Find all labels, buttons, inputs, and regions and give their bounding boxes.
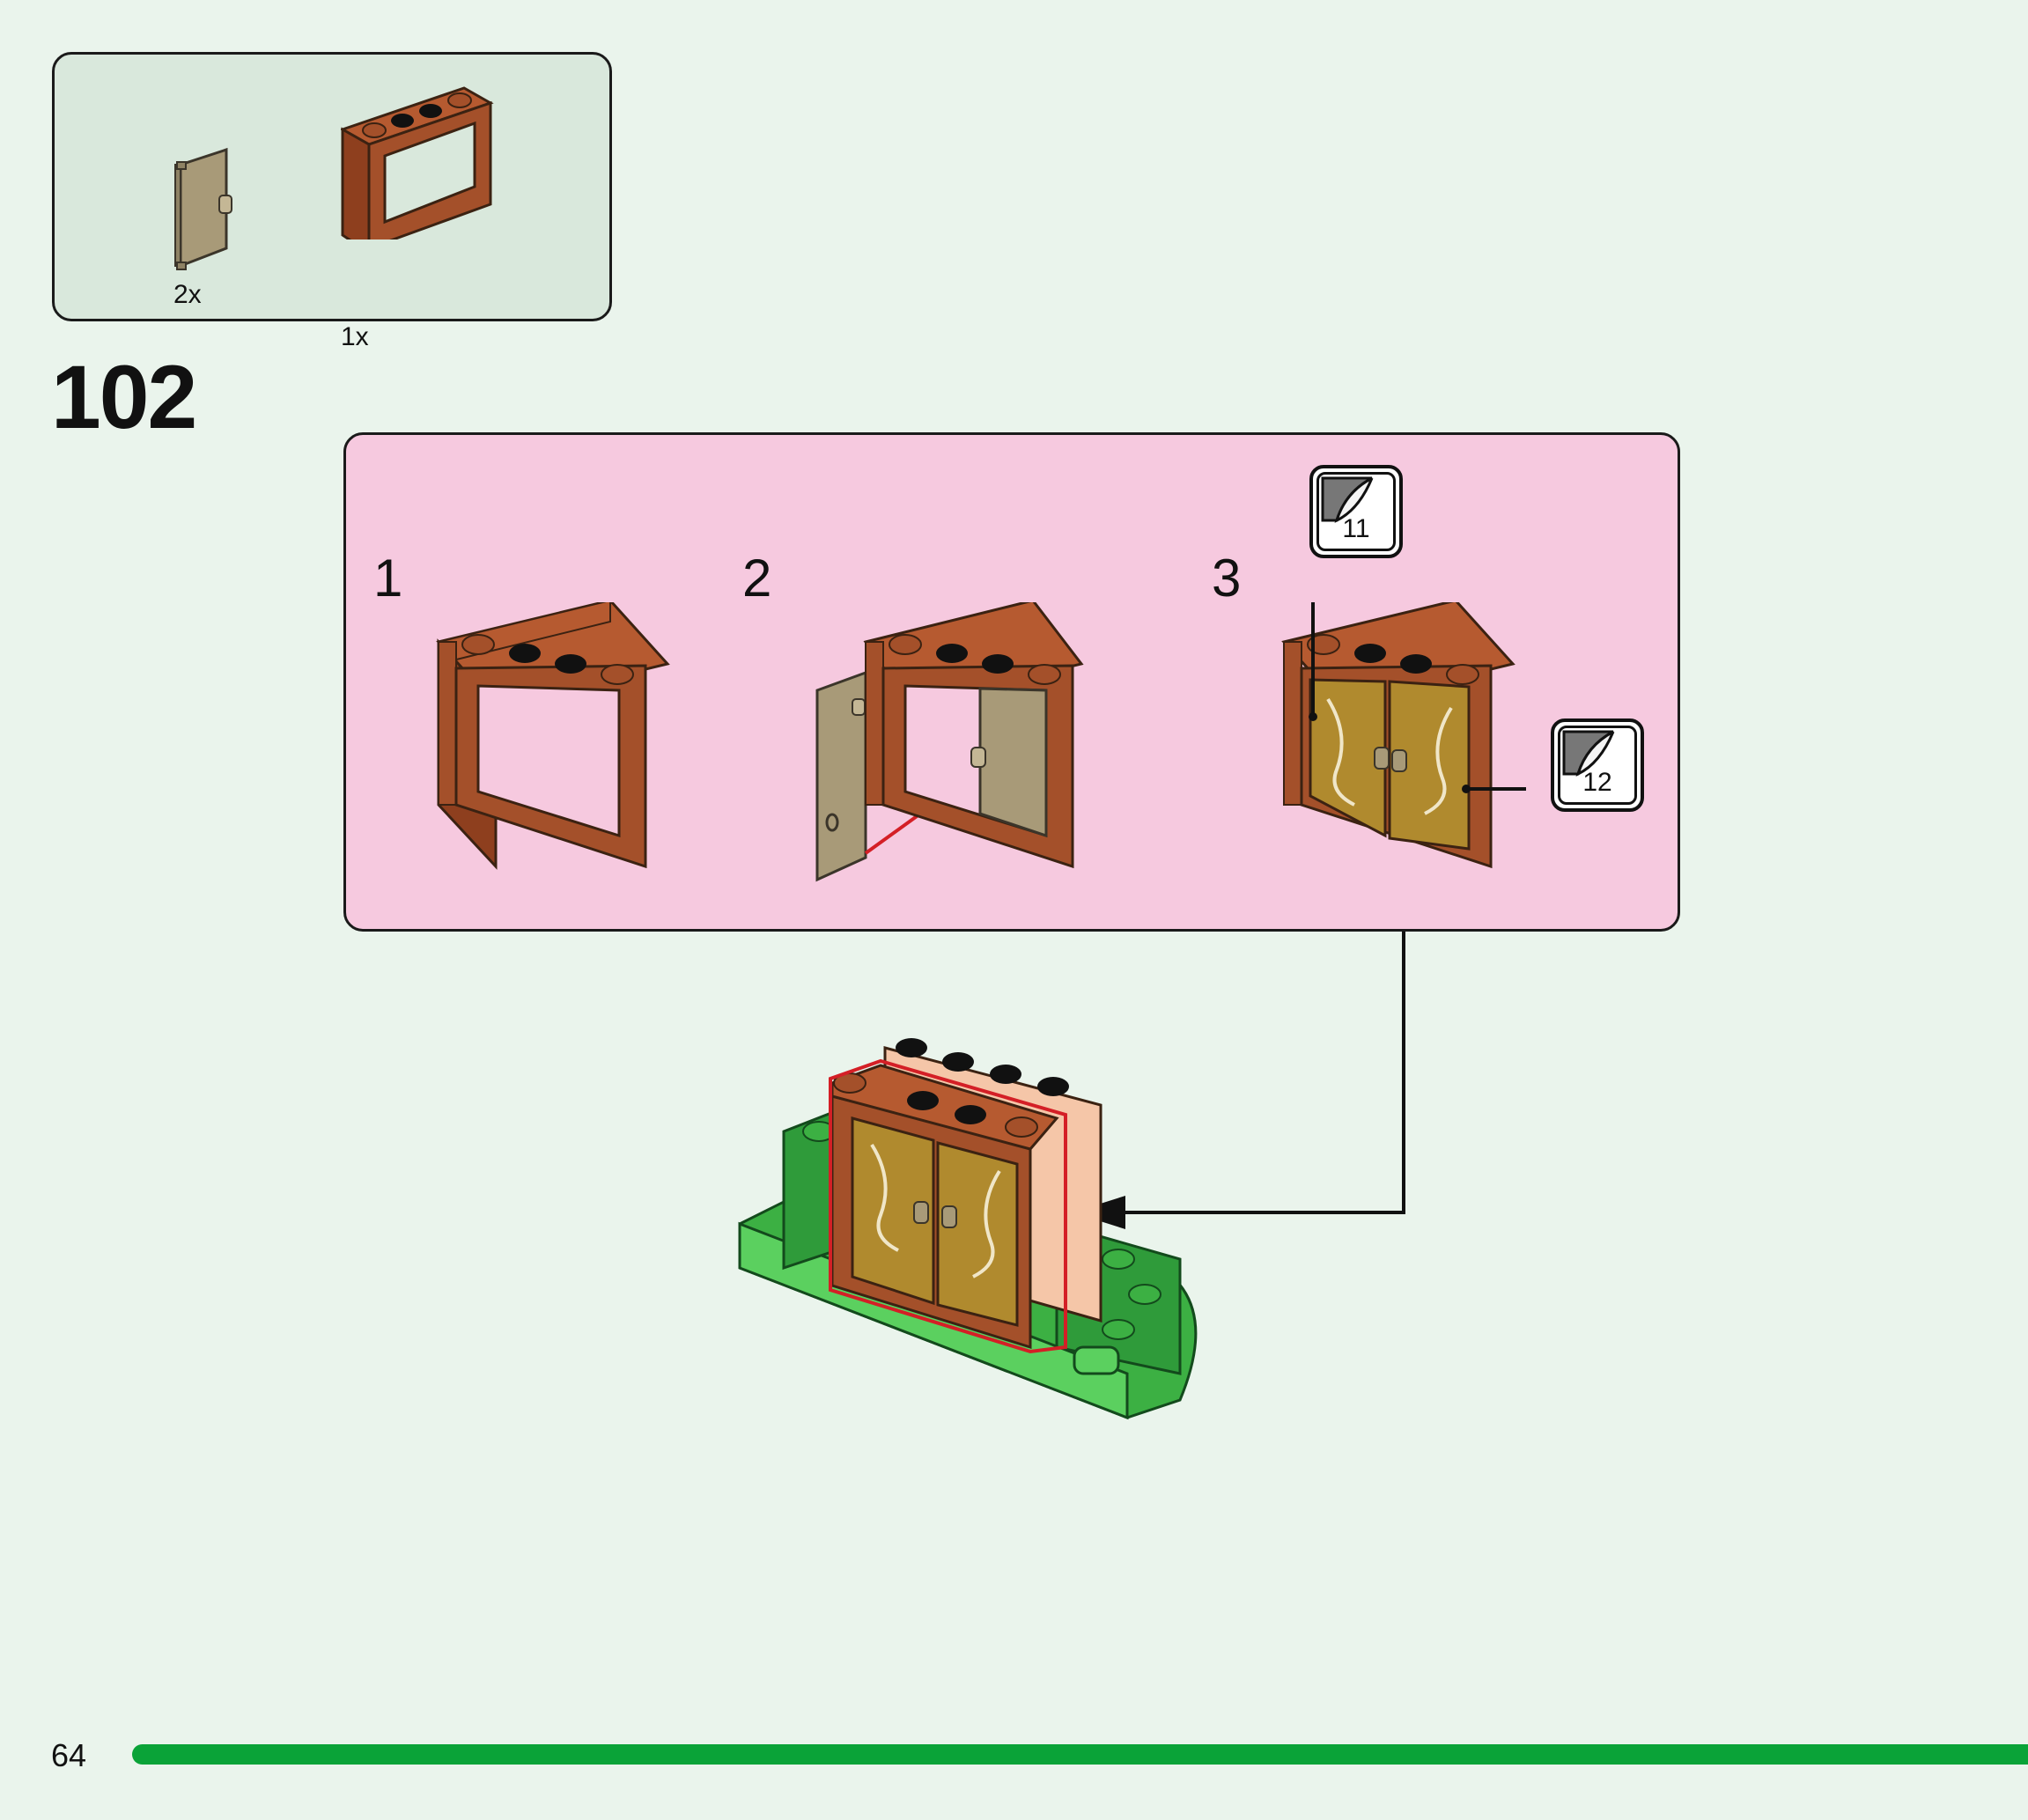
substep-box: 1 2 3 xyxy=(343,432,1680,932)
part-quantity: 1x xyxy=(341,322,369,352)
substep-label: 1 xyxy=(373,552,402,605)
door-icon xyxy=(173,143,244,275)
sticker-number: 12 xyxy=(1551,768,1644,798)
window-frame-icon xyxy=(341,81,499,239)
parts-list: 2x 1x xyxy=(52,52,612,321)
part-door: 2x xyxy=(173,143,244,275)
sticker-number: 11 xyxy=(1309,514,1403,544)
part-quantity: 2x xyxy=(173,280,202,310)
sticker-callout-12: 12 xyxy=(1551,718,1644,812)
step-number: 102 xyxy=(51,352,195,442)
part-window-frame: 1x xyxy=(341,81,499,319)
window-frame-illustration xyxy=(434,602,672,893)
substep-label: 3 xyxy=(1212,552,1241,605)
progress-bar xyxy=(132,1744,2028,1765)
stickered-doors-illustration xyxy=(1279,602,1526,902)
page-number: 64 xyxy=(51,1737,86,1774)
door-insertion-illustration xyxy=(786,602,1086,902)
substep-label: 2 xyxy=(742,552,771,605)
main-model-illustration xyxy=(731,1030,1224,1435)
sticker-callout-11: 11 xyxy=(1309,465,1403,558)
